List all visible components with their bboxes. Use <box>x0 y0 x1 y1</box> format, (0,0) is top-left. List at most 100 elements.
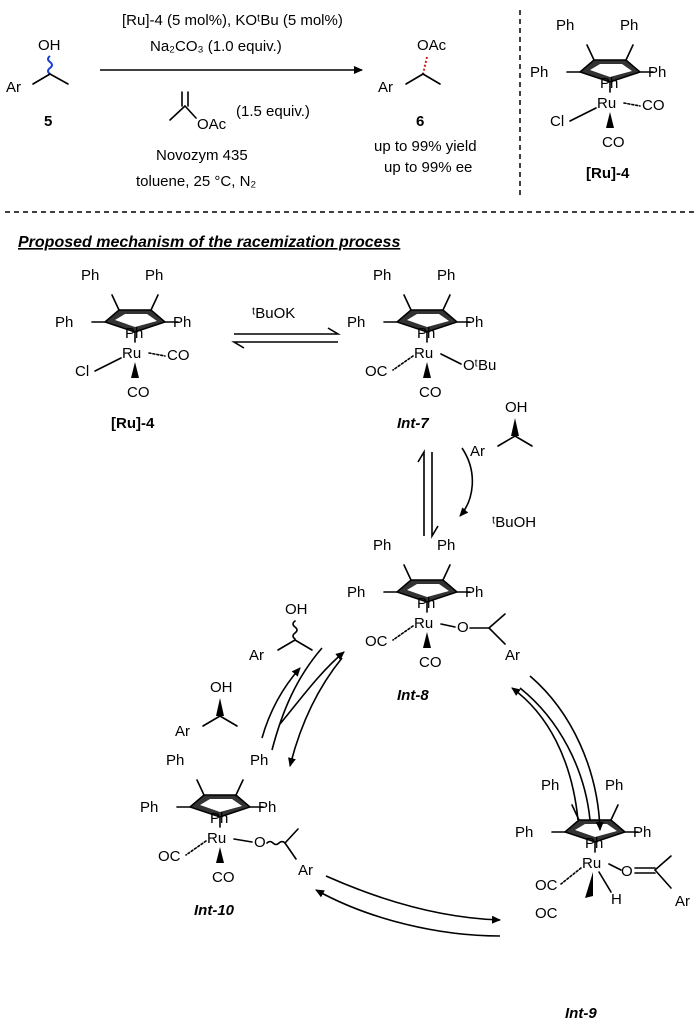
intermediate-int7: Ph Ph Ph Ph Ph Ru OC OᵗBu CO Int-7 <box>347 267 496 432</box>
atom-ar: Ar <box>175 723 190 740</box>
atom-co: CO <box>167 347 190 364</box>
atom-ph: Ph <box>465 314 483 331</box>
atom-ph: Ph <box>373 267 391 284</box>
atom-ph: Ph <box>556 17 574 34</box>
hashed-stereo-bond <box>422 56 428 75</box>
equilibrium-down <box>431 452 439 539</box>
atom-ph: Ph <box>515 824 533 841</box>
atom-ph: Ph <box>465 584 483 601</box>
atom-ph: Ph <box>347 314 365 331</box>
product-6: OAc Ar 6 up to 99% yield up to 99% ee <box>374 37 477 176</box>
atom-ph: Ph <box>81 267 99 284</box>
atom-oh: OH <box>38 37 61 54</box>
atom-oac: OAc <box>197 116 227 133</box>
atom-ph: Ph <box>600 75 618 92</box>
atom-oc: OC <box>365 363 388 380</box>
int8-label: Int-8 <box>397 687 429 704</box>
atom-ph: Ph <box>530 64 548 81</box>
atom-ph: Ph <box>585 835 603 852</box>
atom-oh: OH <box>285 601 308 618</box>
substrate-label: 5 <box>44 113 52 130</box>
atom-oc: OC <box>365 633 388 650</box>
cycle-arrow-int8-int10 <box>271 647 323 751</box>
atom-ar: Ar <box>675 893 690 910</box>
atom-o: O <box>254 834 266 851</box>
vinyl-acetate: OAc (1.5 equiv.) <box>169 91 310 133</box>
atom-ru: Ru <box>582 855 601 872</box>
atom-ph: Ph <box>633 824 651 841</box>
equilibrium-forward <box>234 327 341 335</box>
atom-ru: Ru <box>122 345 141 362</box>
atom-ph: Ph <box>210 810 228 827</box>
cycle-arrow-int10-int8 <box>279 651 345 725</box>
reagent-line-1: [Ru]-4 (5 mol%), KOᵗBu (5 mol%) <box>122 12 343 29</box>
atom-cl: Cl <box>550 113 564 130</box>
wavy-stereo-bond <box>47 55 53 75</box>
yield-label: up to 99% yield <box>374 138 477 155</box>
atom-ph: Ph <box>55 314 73 331</box>
atom-ru: Ru <box>414 345 433 362</box>
atom-ph: Ph <box>140 799 158 816</box>
base-reagent: ᵗBuOK <box>252 305 295 322</box>
atom-ar: Ar <box>249 647 264 664</box>
atom-ar: Ar <box>470 443 485 460</box>
atom-o: O <box>621 863 633 880</box>
atom-cl: Cl <box>75 363 89 380</box>
cycle-arrow-int9-int10 <box>315 889 501 937</box>
substrate-5: OH Ar 5 <box>6 37 69 130</box>
atom-co: CO <box>419 654 442 671</box>
atom-oc: OC <box>158 848 181 865</box>
atom-ph: Ph <box>258 799 276 816</box>
intermediate-int8: Ph Ph Ph Ph Ph Ru OC O CO Ar Int-8 <box>347 537 520 704</box>
reagent-amount: (1.5 equiv.) <box>236 103 310 120</box>
alcohol-enantiopure: OH Ar <box>175 679 238 740</box>
atom-oh: OH <box>505 399 528 416</box>
alcohol-substrate: OH Ar <box>470 399 533 460</box>
atom-ph: Ph <box>250 752 268 769</box>
atom-ar: Ar <box>6 79 21 96</box>
atom-oac: OAc <box>417 37 447 54</box>
cycle-arrow-int8-int10-b <box>288 657 343 767</box>
catalyst-ru4-top: Ph Ph Ph Ph Ph Ru CO Cl CO [Ru]-4 <box>530 17 666 182</box>
atom-otbu: OᵗBu <box>463 357 496 374</box>
int9-label: Int-9 <box>565 1005 597 1020</box>
atom-ru: Ru <box>207 830 226 847</box>
intermediate-int10: Ph Ph Ph Ph Ph Ru OC O CO Ar Int-10 <box>140 752 313 919</box>
reagent-line-2: Na₂CO₃ (1.0 equiv.) <box>150 38 282 55</box>
int7-label: Int-7 <box>397 415 429 432</box>
atom-ph: Ph <box>541 777 559 794</box>
catalyst-ru4: Ph Ph Ph Ph Ph Ru CO Cl CO [Ru]-4 <box>55 267 191 432</box>
atom-ph: Ph <box>417 325 435 342</box>
atom-ph: Ph <box>620 17 638 34</box>
atom-ph: Ph <box>437 267 455 284</box>
cycle-arrow-int9-int8 <box>511 687 579 821</box>
atom-co: CO <box>419 384 442 401</box>
atom-ph: Ph <box>347 584 365 601</box>
atom-ar: Ar <box>298 862 313 879</box>
atom-ph: Ph <box>417 595 435 612</box>
atom-co: CO <box>602 134 625 151</box>
equilibrium-reverse <box>231 341 338 349</box>
byproduct: ᵗBuOH <box>492 514 536 531</box>
intermediate-int9: Ph Ph Ph Ph Ph Ru OC OC H O Ar Int-9 <box>515 777 690 1020</box>
atom-oc: OC <box>535 905 558 922</box>
atom-ru: Ru <box>414 615 433 632</box>
mechanism-heading: Proposed mechanism of the racemization p… <box>18 234 400 251</box>
atom-oh: OH <box>210 679 233 696</box>
ee-label: up to 99% ee <box>384 159 472 176</box>
atom-ph: Ph <box>125 325 143 342</box>
atom-co: CO <box>127 384 150 401</box>
atom-ar: Ar <box>378 79 393 96</box>
atom-ph: Ph <box>437 537 455 554</box>
atom-ph: Ph <box>605 777 623 794</box>
cycle-arrow-int8-int9 <box>519 687 591 821</box>
atom-ph: Ph <box>173 314 191 331</box>
enzyme-label: Novozym 435 <box>156 147 248 164</box>
atom-h: H <box>611 891 622 908</box>
atom-ph: Ph <box>166 752 184 769</box>
atom-oc: OC <box>535 877 558 894</box>
curved-arrow-substrate <box>459 447 474 517</box>
catalyst-label: [Ru]-4 <box>586 165 630 182</box>
atom-ph: Ph <box>648 64 666 81</box>
